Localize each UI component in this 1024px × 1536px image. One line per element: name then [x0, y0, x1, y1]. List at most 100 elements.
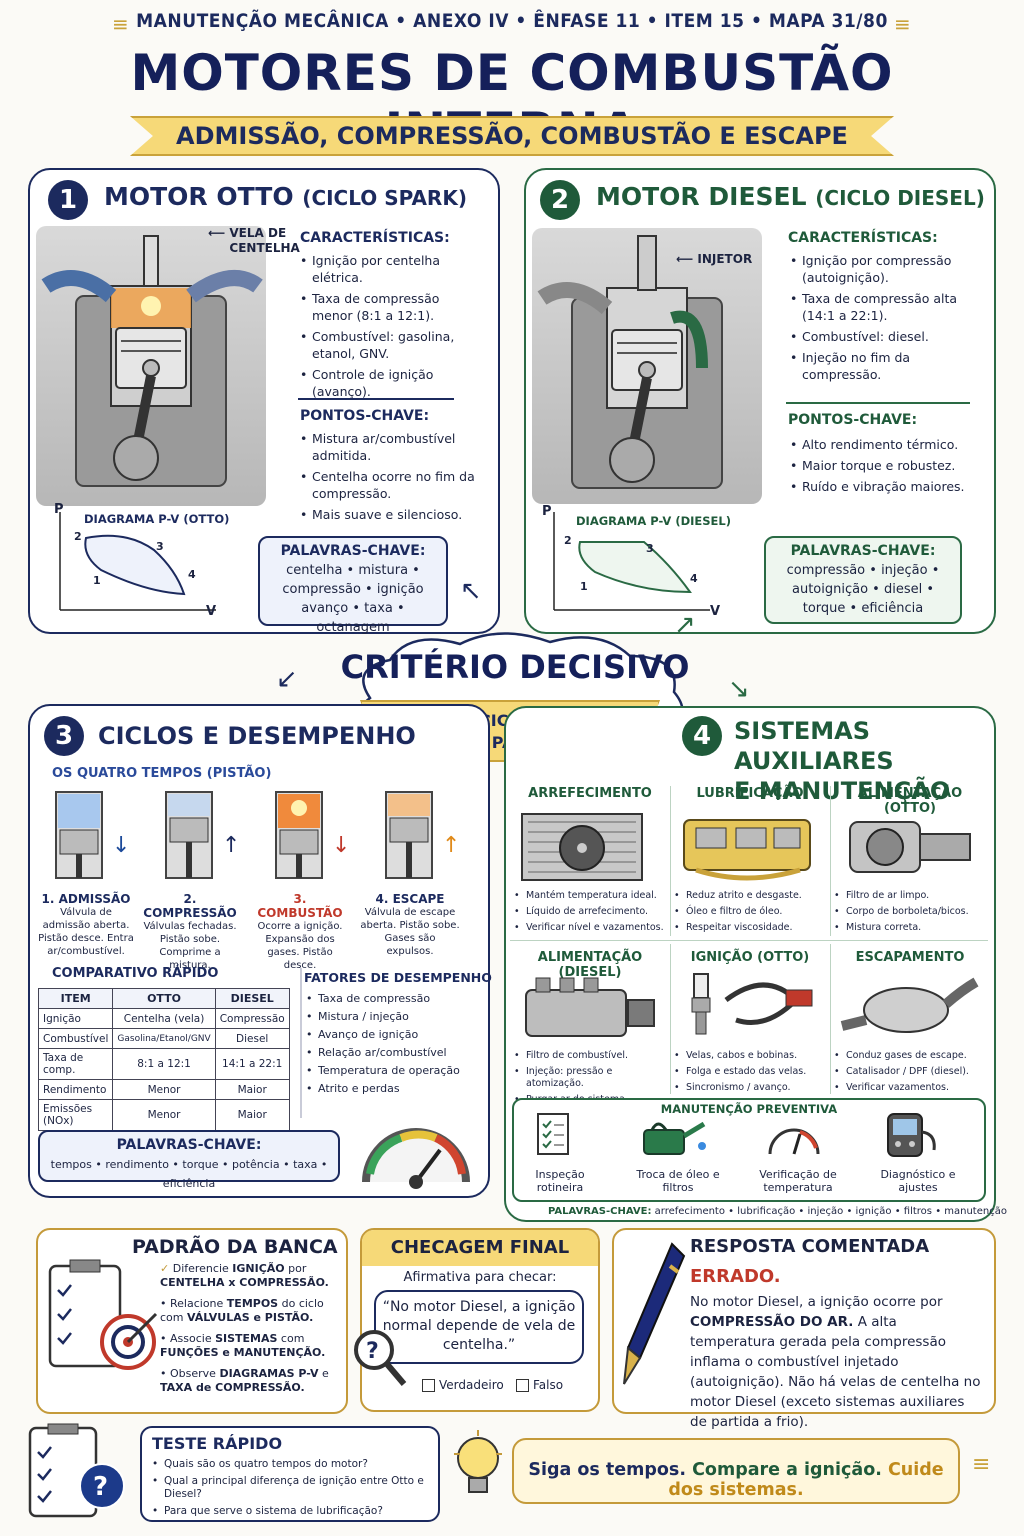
otto-number-badge: 1 — [48, 180, 88, 220]
svg-text:↑: ↑ — [222, 833, 236, 858]
otto-keypoints-list: Mistura ar/combustível admitida. Centelh… — [300, 430, 480, 527]
card-escapamento-list: Conduz gases de escape.Catalisador / DPF… — [834, 1050, 990, 1098]
list-item: Injeção no fim da compressão. — [790, 349, 970, 383]
diesel-pv-point-1: 1 — [580, 580, 588, 593]
diesel-keywords-box: PALAVRAS-CHAVE: compressão • injeção • a… — [764, 536, 962, 624]
list-item: Combustível: gasolina, etanol, GNV. — [300, 328, 480, 362]
keyword-line: tempos • rendimento • torque • potência … — [50, 1158, 328, 1190]
preventiva-item: Inspeção rotineira — [535, 1168, 585, 1194]
diesel-features-title: CARACTERÍSTICAS: — [788, 230, 938, 246]
otto-pv-axis-p: P — [54, 502, 64, 517]
piston-icon: ↓ — [55, 791, 130, 879]
clipboard-target-icon — [48, 1259, 158, 1370]
piston-icon: ↑ — [165, 791, 240, 879]
arrow-down-right-icon: ↘ — [728, 674, 750, 704]
throttle-body-icon — [849, 821, 971, 873]
ciclos-number-badge: 3 — [44, 716, 84, 756]
otto-spark-callout: ⟵ VELA DE CENTELHA — [208, 226, 300, 255]
otto-pv-axis-v: V — [206, 604, 217, 619]
diesel-pv-axis-v: V — [710, 604, 721, 619]
card-lubrificacao-list: Reduz atrito e desgaste.Óleo e filtro de… — [674, 890, 830, 938]
arrow-up-left-icon: ↖ — [460, 576, 482, 606]
otto-engine-illustration — [36, 226, 266, 506]
divider — [510, 940, 988, 941]
otto-features-list: Ignição por centelha elétrica. Taxa de c… — [300, 252, 480, 404]
otto-pv-point-3: 3 — [156, 540, 164, 553]
sistemas-keywords: PALAVRAS-CHAVE: arrefecimento • lubrific… — [548, 1206, 1007, 1217]
diesel-pv-diagram — [553, 512, 710, 611]
list-item: Taxa de compressão — [306, 992, 476, 1006]
diagnostic-scanner-icon — [887, 1113, 936, 1157]
checagem-prompt: Afirmativa para checar: — [403, 1270, 557, 1285]
list-item: • Associe SISTEMAS com FUNÇÕES e MANUTEN… — [160, 1332, 326, 1359]
resposta-title: RESPOSTA COMENTADA — [690, 1236, 930, 1257]
deco-lines-icon: ≡ — [972, 1452, 991, 1477]
divider — [298, 398, 454, 400]
option-verdadeiro[interactable]: Verdadeiro — [422, 1378, 504, 1392]
stroke-compressao: 2. COMPRESSÃO Válvulas fechadas. Pistão … — [143, 892, 237, 971]
temperature-gauge-icon — [768, 1128, 820, 1155]
list-item: Ignição por centelha elétrica. — [300, 252, 480, 286]
deco-lines-left-icon: ≡ — [112, 12, 129, 36]
clipboard-question-icon: ? — [28, 1423, 125, 1518]
checkbox-verdadeiro[interactable] — [422, 1379, 435, 1392]
list-item: Para que serve o sistema de lubrificação… — [152, 1505, 438, 1518]
diesel-pv-axis-p: P — [542, 504, 552, 519]
preventiva-item: Diagnóstico e ajustes — [880, 1168, 956, 1194]
oil-pump-icon — [683, 819, 811, 881]
divider — [670, 786, 671, 936]
card-escapamento-title: ESCAPAMENTO — [855, 950, 965, 965]
criterio-title: CRITÉRIO DECISIVO — [340, 648, 690, 686]
resposta-verdict: ERRADO. — [690, 1266, 781, 1287]
stroke-escape: 4. ESCAPE Válvula de escape aberta. Pist… — [360, 892, 460, 957]
keyword-line: centelha • mistura • — [286, 563, 420, 578]
list-item: • Observe DIAGRAMAS P-V e TAXA de COMPRE… — [160, 1367, 329, 1394]
stroke-admissao-illustration: ↓ — [46, 786, 130, 886]
svg-text:↑: ↑ — [442, 833, 456, 858]
card-ignicao-otto-title: IGNIÇÃO (OTTO) — [690, 950, 810, 965]
diesel-keywords-title: PALAVRAS-CHAVE: — [790, 543, 936, 559]
injection-pump-icon — [525, 977, 655, 1037]
card-arrefecimento-list: Mantém temperatura ideal.Líquido de arre… — [514, 890, 670, 938]
checagem-statement: “No motor Diesel, a ignição normal depen… — [374, 1290, 584, 1364]
table-header-row: ITEM OTTO DIESEL — [37, 988, 290, 1009]
diesel-title: MOTOR DIESEL (CICLO DIESEL) — [596, 182, 985, 211]
divider — [830, 786, 831, 936]
list-item: Centelha ocorre no fim da compressão. — [300, 468, 480, 502]
list-item: Atrito e perdas — [306, 1082, 476, 1096]
stroke-escape-illustration: ↑ — [376, 786, 460, 886]
otto-pv-diagram — [59, 512, 216, 611]
diesel-injector-callout: ⟵ INJETOR — [676, 252, 753, 266]
diesel-keypoints-list: Alto rendimento térmico. Maior torque e … — [790, 436, 980, 499]
otto-keywords-box: PALAVRAS-CHAVE: centelha • mistura • com… — [258, 536, 448, 635]
list-item: Combustível: diesel. — [790, 328, 970, 345]
table-header: DIESEL — [214, 988, 290, 1009]
comparativo-title: COMPARATIVO RÁPIDO — [52, 966, 219, 981]
strokes-row: ↓ ↑ ↓ ↑ — [36, 786, 476, 946]
arrow-left-icon: ⟵ — [208, 226, 230, 240]
otto-pv-point-1: 1 — [93, 574, 101, 587]
checkbox-falso[interactable] — [516, 1379, 529, 1392]
list-item: Ruído e vibração maiores. — [790, 478, 980, 495]
checkmark-icon: ✓ — [160, 1262, 173, 1275]
otto-features-title: CARACTERÍSTICAS: — [300, 230, 450, 246]
list-item: Qual a principal diferença de ignição en… — [152, 1475, 438, 1501]
preventiva-item: Verificação de temperatura — [759, 1168, 837, 1194]
ciclos-strokes-title: OS QUATRO TEMPOS (PISTÃO) — [52, 766, 272, 781]
keyword-line: torque • eficiência — [802, 601, 924, 616]
resposta-text: No motor Diesel, a ignição ocorre por CO… — [690, 1294, 981, 1430]
engine-cutaway-icon — [41, 235, 263, 487]
diesel-pv-point-2: 2 — [564, 534, 572, 547]
list-item: Mais suave e silencioso. — [300, 506, 480, 523]
option-falso[interactable]: Falso — [516, 1378, 563, 1392]
stroke-admissao: 1. ADMISSÃO Válvula de admissão aberta. … — [38, 892, 134, 957]
lightbulb-icon — [454, 1430, 502, 1493]
radiator-icon — [521, 813, 643, 881]
divider — [670, 944, 671, 1094]
spark-plug-icon — [691, 973, 813, 1035]
